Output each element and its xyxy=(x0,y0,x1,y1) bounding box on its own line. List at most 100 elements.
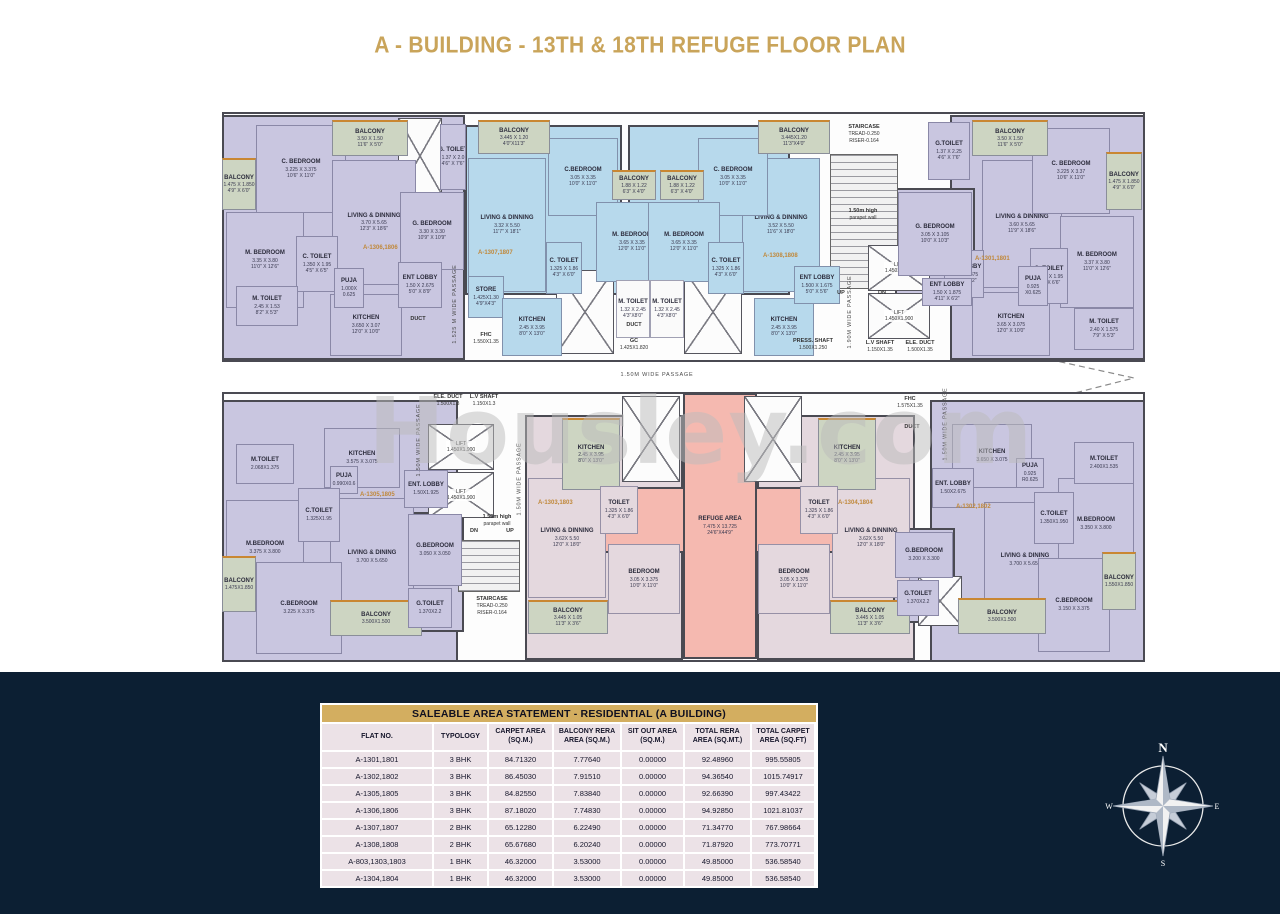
room-label: KITCHEN xyxy=(770,317,798,324)
plan-note: DUCT xyxy=(410,316,426,322)
flat-no-cell: A-1306,1806 xyxy=(322,803,432,818)
room-dimension: 1.32 X 2.45 xyxy=(620,306,646,313)
room-label: BALCONY xyxy=(855,607,885,614)
room-label: G.TOILET xyxy=(904,591,932,598)
room-dimension: X0.625 xyxy=(1025,289,1041,296)
room-dimension: 1.425X1.30 xyxy=(473,294,499,301)
room-label: KITCHEN xyxy=(348,451,376,458)
table-cell: 536.58540 xyxy=(752,871,814,886)
room-label: TOILET xyxy=(608,500,630,507)
flat-no-cell: A-803,1303,1803 xyxy=(322,854,432,869)
page-title: A - BUILDING - 13TH & 18TH REFUGE FLOOR … xyxy=(374,32,906,59)
room-dimension: 4'3" X 6'0" xyxy=(607,513,631,520)
room-label: BALCONY xyxy=(1109,171,1139,178)
room-dimension: 1.370X2.2 xyxy=(906,598,930,605)
room-dimension: 3.375 X 3.800 xyxy=(249,548,281,555)
unit-code: A-1308,1808 xyxy=(763,253,798,259)
room-dimension: 24'6"X44'9" xyxy=(707,529,733,536)
room-label: LIVING & DINNING xyxy=(540,528,594,535)
room-label: M. TOILET xyxy=(1089,319,1119,326)
room-dimension: 3.445 X 1.05 xyxy=(855,615,885,622)
room-dimension: 10'0" X 11'0" xyxy=(569,180,597,187)
room-label: C.BEDROOM xyxy=(1055,598,1093,605)
room-dimension: 3.30 X 3.30 xyxy=(419,228,445,235)
room-dimension: 3.225 X 3.375 xyxy=(283,608,315,615)
room-label: C. TOILET xyxy=(711,258,741,265)
room-label: REFUGE AREA xyxy=(698,516,742,523)
room-dimension: 7.475 X 13.725 xyxy=(703,523,737,530)
room-dimension: 3.445 X 1.05 xyxy=(553,615,583,622)
room-dimension: 3.350 X 3.800 xyxy=(1080,524,1112,531)
compass-n: N xyxy=(1158,740,1168,755)
room-dimension: 1.37 X 2.25 xyxy=(936,148,962,155)
room-dimension: 1.325 X 1.86 xyxy=(711,265,741,272)
table-cell: 49.85000 xyxy=(685,871,750,886)
passage-label: 1.50M WIDE PASSAGE xyxy=(620,372,694,378)
room-dimension: 1.370X2.2 xyxy=(418,608,442,615)
table-cell: 767.98664 xyxy=(752,820,814,835)
unit-code: A-1303,1803 xyxy=(538,500,573,506)
table-cell: 2 BHK xyxy=(434,837,487,852)
room-label: ENT LOBBY xyxy=(402,275,438,282)
room-label: M. TOILET xyxy=(652,299,682,306)
table-cell: 94.36540 xyxy=(685,769,750,784)
room-dimension: 3.700 X 5.650 xyxy=(1009,560,1041,567)
table-cell: 3 BHK xyxy=(434,803,487,818)
room-label: ENT. LOBBY xyxy=(935,481,971,488)
room-dimension: 6'3" X 4'0" xyxy=(622,189,646,196)
room-dimension: 1.32 X 2.45 xyxy=(654,306,680,313)
room-dimension: 3.50 X 1.50 xyxy=(997,136,1023,143)
room-dimension: 1.350 X 1.95 xyxy=(302,261,332,268)
room-dimension: 11'3"X4'0" xyxy=(782,141,806,148)
table-cell: 995.55805 xyxy=(752,752,814,767)
room-label: BALCONY xyxy=(361,611,391,618)
table-cell: 3 BHK xyxy=(434,769,487,784)
room-dimension: 3.05 X 3.375 xyxy=(779,576,809,583)
room-label: C.BEDROOM xyxy=(564,167,602,174)
room-label: M. TOILET xyxy=(618,299,648,306)
room-dimension: 1.000X xyxy=(341,285,357,292)
room-dimension: 3.37 X 3.80 xyxy=(1084,259,1110,266)
room-dimension: 1.325X1.95 xyxy=(306,515,332,522)
table-cell: 0.00000 xyxy=(622,786,683,801)
room-dimension: 11'6" X 18'0" xyxy=(767,228,795,235)
room-label: C. BEDROOM xyxy=(1051,161,1091,168)
room-label: C. TOILET xyxy=(549,258,579,265)
flat-no-cell: A-1304,1804 xyxy=(322,871,432,886)
room-label: KITCHEN xyxy=(577,444,605,451)
room-dimension: 1.475 X 1.850 xyxy=(1108,179,1140,186)
room-dimension: 0.990X0.6 xyxy=(332,480,356,487)
room-dimension: 11'9" X 18'6" xyxy=(1008,227,1036,234)
room-dimension: 1.50 X 2.675 xyxy=(405,282,435,289)
room-label: G.BEDROOM xyxy=(416,543,454,550)
room-dimension: 4'6" X 7'6" xyxy=(441,160,465,167)
room-dimension: 4'3" X 6'0" xyxy=(714,271,738,278)
room-dimension: 4'3" X 6'0" xyxy=(807,513,831,520)
table-cell: 2 BHK xyxy=(434,820,487,835)
room-dimension: 8'2" X 5'3" xyxy=(255,309,279,316)
table-cell: 6.20240 xyxy=(554,837,620,852)
room-dimension: 4'6" X 7'6" xyxy=(937,154,961,161)
room-dimension: 3.05 X 3.375 xyxy=(629,576,659,583)
